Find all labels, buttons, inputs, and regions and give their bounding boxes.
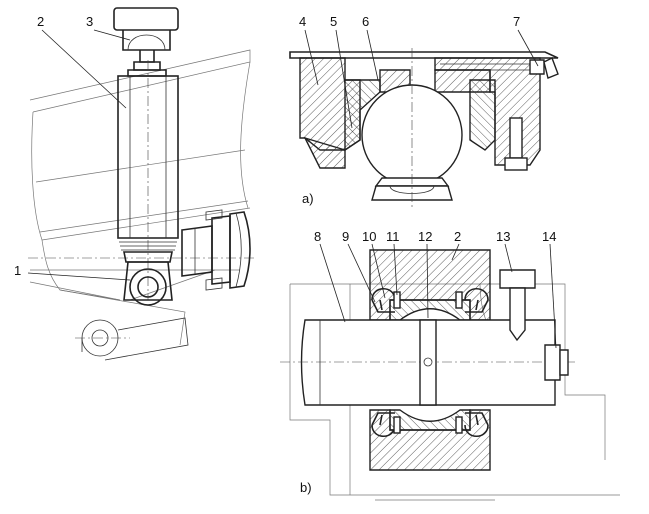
view-a-section: a) [289, 48, 559, 210]
callout-10: 10 [362, 229, 376, 244]
callout-4: 4 [299, 14, 306, 29]
leader-lines [27, 29, 557, 349]
callout-1: 1 [14, 263, 21, 278]
shock-absorber-assembly [28, 7, 255, 361]
callout-14: 14 [542, 229, 556, 244]
callout-5: 5 [330, 14, 337, 29]
callout-9: 9 [342, 229, 349, 244]
view-b-section: b) [280, 249, 620, 501]
callout-12: 12 [418, 229, 432, 244]
callout-3: 3 [86, 14, 93, 29]
callout-2-right: 2 [454, 229, 461, 244]
callout-2-left: 2 [37, 14, 44, 29]
callout-7: 7 [513, 14, 520, 29]
callout-8: 8 [314, 229, 321, 244]
callout-13: 13 [496, 229, 510, 244]
callout-labels: 2 3 1 4 5 6 7 8 9 10 11 12 2 13 14 [14, 14, 556, 278]
callout-6: 6 [362, 14, 369, 29]
view-b-caption: b) [300, 480, 312, 495]
view-a-caption: a) [302, 191, 314, 206]
callout-11: 11 [386, 229, 400, 244]
